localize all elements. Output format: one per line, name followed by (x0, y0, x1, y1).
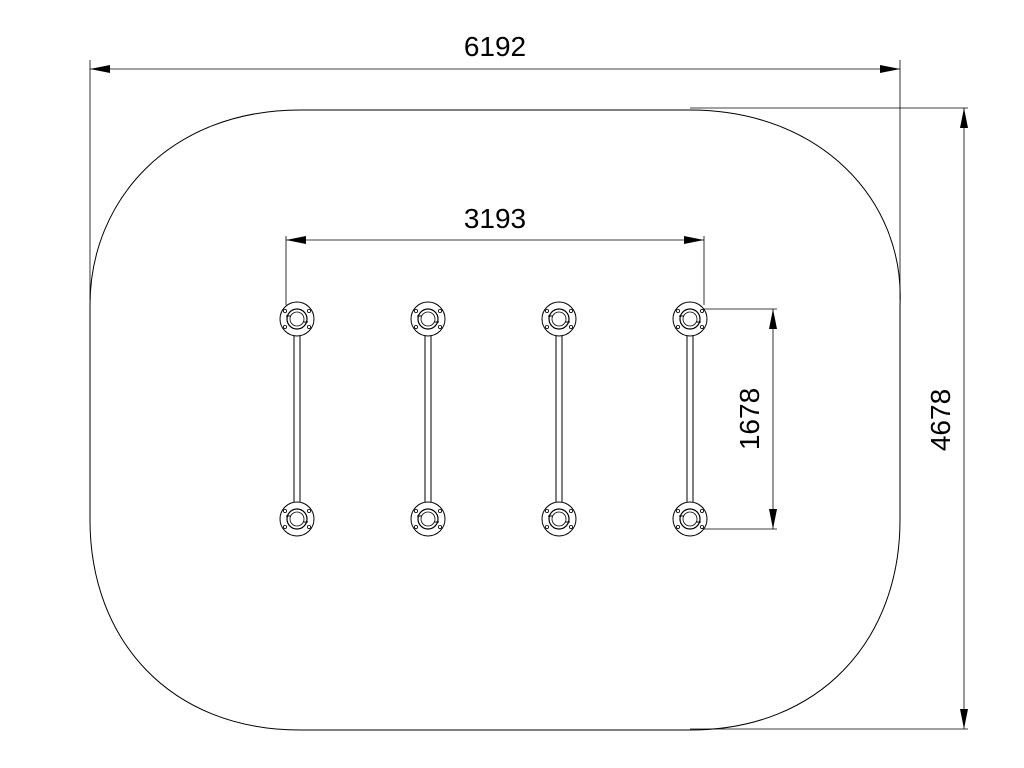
bar-1 (293, 329, 301, 509)
base-plate-top-3 (541, 301, 577, 337)
equipment-bars (279, 301, 708, 537)
safety-surface-outline (89, 109, 901, 731)
dimension-overall-depth: 4678 (690, 107, 968, 730)
dimension-overall-depth-label: 4678 (925, 389, 956, 451)
base-plate-top-4 (672, 301, 708, 337)
dimension-overall-width: 6192 (89, 31, 901, 300)
bar-3 (555, 329, 563, 509)
base-plate-top-2 (410, 301, 446, 337)
base-plate-bottom-4 (672, 501, 708, 537)
dimension-post-span-width: 3193 (285, 203, 705, 305)
dimension-post-span-depth: 1678 (704, 308, 777, 530)
base-plate-top-1 (279, 301, 315, 337)
bar-assembly-3 (541, 301, 577, 537)
bar-2 (424, 329, 432, 509)
bar-assembly-4 (672, 301, 708, 537)
bar-assembly-2 (410, 301, 446, 537)
bar-assembly-1 (279, 301, 315, 537)
dimension-post-span-width-label: 3193 (464, 203, 526, 234)
dimension-post-span-depth-label: 1678 (734, 388, 765, 450)
base-plate-bottom-3 (541, 501, 577, 537)
bar-4 (686, 329, 694, 509)
dimension-overall-width-label: 6192 (464, 31, 526, 62)
base-plate-bottom-1 (279, 501, 315, 537)
base-plate-bottom-2 (410, 501, 446, 537)
